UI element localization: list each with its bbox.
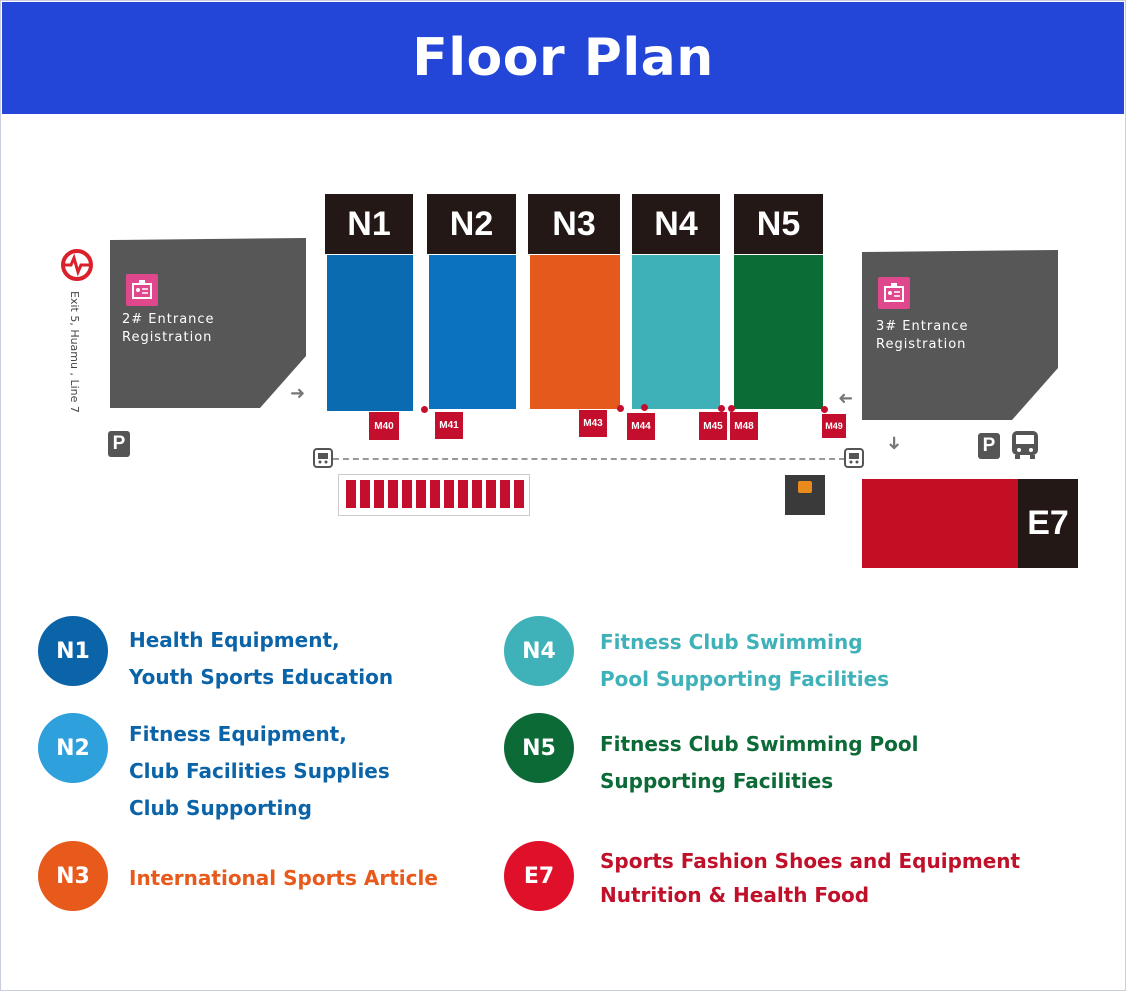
legend-n5-text: Fitness Club Swimming Pool Supporting Fa…	[600, 726, 919, 800]
hall-n3-area[interactable]	[530, 255, 620, 409]
room-cell	[458, 480, 468, 508]
legend-e7-line: Sports Fashion Shoes and Equipment	[600, 849, 1021, 873]
meeting-room-m43[interactable]: M43	[579, 410, 607, 437]
marker-dot	[728, 405, 735, 412]
marker-dot	[718, 405, 725, 412]
forum-room-icon	[798, 481, 812, 493]
entrance-3-label: 3# Entrance Registration	[876, 318, 969, 354]
entrance-2-building	[110, 238, 306, 408]
entrance-3-line1: 3# Entrance	[876, 319, 969, 334]
hall-n4-area[interactable]	[632, 255, 720, 409]
hall-n2-label: N2	[427, 194, 516, 254]
room-cell	[402, 480, 412, 508]
hall-n5-area[interactable]	[734, 255, 823, 409]
room-cell	[472, 480, 482, 508]
shuttle-route	[333, 458, 845, 460]
legend-n1-text: Health Equipment, Youth Sports Education	[129, 622, 393, 696]
room-cell	[514, 480, 524, 508]
meeting-room-m41[interactable]: M41	[435, 412, 463, 439]
legend-n4-text: Fitness Club Swimming Pool Supporting Fa…	[600, 624, 889, 698]
hall-n2-area[interactable]	[429, 255, 516, 409]
legend-n1-line: Health Equipment,	[129, 628, 340, 652]
room-cell	[374, 480, 384, 508]
entrance-2-label: 2# Entrance Registration	[122, 311, 215, 347]
hall-n1-area[interactable]	[327, 255, 413, 411]
entrance-2-line1: 2# Entrance	[122, 312, 215, 327]
marker-dot	[641, 404, 648, 411]
legend-n2-line: Fitness Equipment,	[129, 722, 347, 746]
legend-n4-line: Fitness Club Swimming	[600, 630, 863, 654]
forum-room[interactable]	[785, 475, 825, 515]
bus-stop-icon	[844, 448, 864, 468]
bus-stop-icon	[313, 448, 333, 468]
meeting-room-m49[interactable]: M49	[822, 414, 846, 438]
entrance-2-line2: Registration	[122, 330, 213, 345]
parking-icon: P	[108, 431, 130, 457]
arrow-right-icon: ➜	[290, 383, 306, 404]
room-cell	[500, 480, 510, 508]
room-cell	[430, 480, 440, 508]
meeting-room-m48[interactable]: M48	[730, 412, 758, 440]
legend-n2-line: Club Facilities Supplies	[129, 759, 390, 783]
legend-n3-line: International Sports Article	[129, 866, 438, 890]
registration-icon	[878, 277, 910, 309]
marker-dot	[617, 405, 624, 412]
room-cell	[388, 480, 398, 508]
legend-n1-line: Youth Sports Education	[129, 665, 394, 689]
legend-n3-badge: N3	[38, 841, 108, 911]
meeting-room-m45[interactable]: M45	[699, 412, 727, 440]
hall-n5-label: N5	[734, 194, 823, 254]
room-cell	[346, 480, 356, 508]
metro-exit-label: Exit 5, Huamu , Line 7	[68, 291, 81, 413]
arrow-left-icon: ➜	[838, 388, 854, 409]
bus-icon	[1012, 431, 1038, 459]
hall-e7-label: E7	[1018, 479, 1078, 568]
title-banner: Floor Plan	[2, 2, 1124, 114]
legend-n5-line: Fitness Club Swimming Pool	[600, 732, 919, 756]
legend-n5-badge: N5	[504, 713, 574, 783]
parking-icon: P	[978, 433, 1000, 459]
legend-n2-badge: N2	[38, 713, 108, 783]
legend-n2-line: Club Supporting	[129, 796, 312, 820]
legend-n4-badge: N4	[504, 616, 574, 686]
marker-dot	[821, 406, 828, 413]
room-cell	[486, 480, 496, 508]
entrance-3-building	[862, 250, 1058, 420]
registration-icon	[126, 274, 158, 306]
marker-dot	[421, 406, 428, 413]
page-title: Floor Plan	[412, 28, 714, 88]
hall-e7-area[interactable]	[862, 479, 1018, 568]
legend-n2-text: Fitness Equipment, Club Facilities Suppl…	[129, 716, 390, 827]
meeting-room-m40[interactable]: M40	[369, 412, 399, 440]
entrance-3-line2: Registration	[876, 337, 967, 352]
legend-n3-text: International Sports Article	[129, 860, 438, 897]
room-cell	[444, 480, 454, 508]
room-cell	[416, 480, 426, 508]
legend-e7-text: Sports Fashion Shoes and Equipment Nutri…	[600, 844, 1020, 912]
legend-e7-badge: E7	[504, 841, 574, 911]
meeting-room-m44[interactable]: M44	[627, 413, 655, 440]
room-cell	[360, 480, 370, 508]
metro-icon	[61, 249, 93, 281]
hall-n1-label: N1	[325, 194, 413, 254]
legend-n1-badge: N1	[38, 616, 108, 686]
hall-n4-label: N4	[632, 194, 720, 254]
arrow-down-icon: ➜	[883, 435, 905, 451]
hall-n3-label: N3	[528, 194, 620, 254]
legend-n4-line: Pool Supporting Facilities	[600, 667, 890, 691]
legend-n5-line: Supporting Facilities	[600, 769, 834, 793]
legend-e7-line: Nutrition & Health Food	[600, 883, 870, 907]
